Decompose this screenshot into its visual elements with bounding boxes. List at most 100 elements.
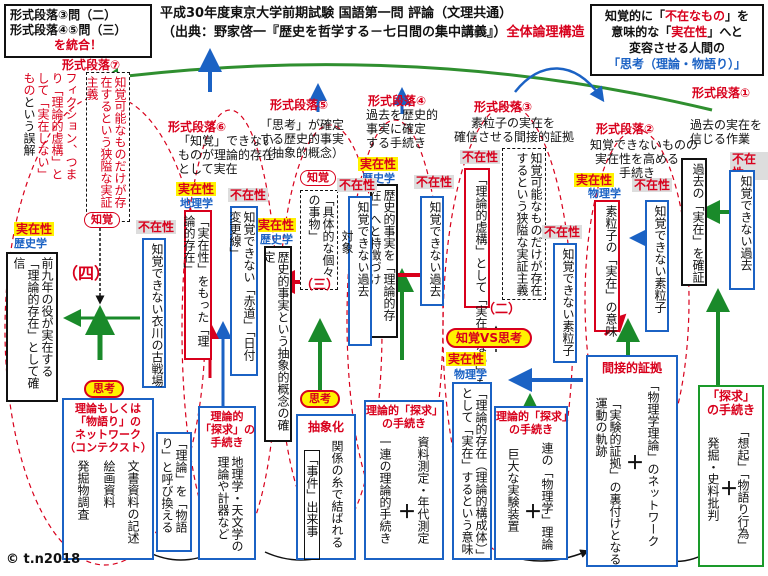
p1-inquiry-head: 「探求」 の手続き — [706, 389, 755, 417]
plus-icon: ＋ — [524, 502, 542, 523]
p4-inquiry-item-2: 一連の理論的手続き — [378, 436, 392, 544]
p1-unperceivable-past: 知覚できない過去 — [729, 170, 755, 290]
p7-misunderstanding-text: という誤解 — [22, 96, 36, 156]
copyright: © t.n2018 — [6, 552, 81, 567]
integration-line-1: 形式段落③問（二） — [10, 8, 117, 22]
p5-heading: 「思考」が確定 する歴史的事実 （抽象的概念） — [259, 118, 344, 160]
p3-inquiry-item-1: 連の「物理学」理論 — [540, 442, 554, 550]
summary-text: 意味的な「 — [611, 25, 672, 39]
fuzai-tag: 不在性 — [542, 225, 583, 239]
p3-heading: 素粒子の実在を 確信させる間接的証拠 — [454, 116, 575, 144]
p1-heading: 過去の実在を 信じる作業 — [690, 118, 763, 146]
paragraph-label-2: 形式段落② — [596, 122, 655, 136]
p7-misunderstanding: フィクション、つまり「理論的虚構」として「実在しない」ものという誤解 — [10, 70, 80, 190]
jitsuzai-tag: 実在性 — [574, 173, 615, 187]
p2-unperceivable-particle: 知覚できない素粒子 — [645, 200, 669, 332]
summary-keyword: 実在性 — [671, 25, 708, 39]
p2-indirect-item-1: 「物理学理論」のネットワーク — [646, 379, 660, 547]
p6-inquiry-item-1: 地理学・天文学の理論や計器など — [216, 456, 244, 552]
jitsuzai-tag: 実在性 — [358, 157, 399, 171]
p3-theoretical-entity-meaning: 「理論的存在（理論的構成体）」として「実在」するという意味 — [452, 382, 492, 560]
p6-heading: 「知覚」できない ものが理論的存在 として実在 — [178, 134, 275, 176]
p4-heading: 過去を歴史的 事実に確定 する手続き — [366, 108, 439, 150]
perception-vs-thought: 知覚VS思考 — [446, 328, 532, 348]
physics-tag: 物理学 — [588, 187, 621, 200]
integration-note: 形式段落③問（二） 形式段落④⑤問（三） を統合！ — [4, 4, 152, 58]
summary-text: 」を — [725, 9, 750, 23]
p7-conviction-zenkunen: 前九年の役が実在する「理論的存在」として確信 — [6, 252, 58, 402]
integration-line-3: を統合！ — [53, 38, 102, 52]
p1-confirm-past: 過去の「実在」を確証 — [681, 158, 707, 286]
jitsuzai-tag: 実在性 — [446, 352, 487, 366]
p7-network-box: 理論もしくは 「物語り」の ネットワーク （コンテクスト） 文書資料の記述 絵画… — [62, 398, 154, 560]
p4-inquiry-head: 理論的「探求」 の手続き — [366, 404, 443, 430]
p2-heading: 知覚できないものの 実在性を高める 手続き — [590, 138, 699, 180]
geography-tag: 地理学 — [180, 197, 213, 210]
p7-quote-text: 知覚可能なものだけが存在するという狭隘な実証主義 — [85, 76, 127, 208]
p1-inquiry-item-1: 「想起」「物語り行為」 — [736, 425, 750, 551]
perception-badge: 知覚 — [300, 170, 336, 186]
p7-network-item-1: 文書資料の記述 — [126, 460, 140, 544]
jitsuzai-tag: 実在性 — [14, 222, 55, 236]
summary-text: 」へと — [707, 25, 743, 39]
p5-concrete-things-text: 「具体的な個々の事物」 — [307, 194, 335, 278]
structure-label: 全体論理構造 — [506, 25, 585, 40]
jitsuzai-tag: 実在性 — [256, 218, 297, 232]
paragraph-label-5: 形式段落⑤ — [270, 98, 329, 112]
fuzai-tag: 不在性 — [228, 188, 269, 202]
p5-abstraction-item-2: 「事件」出来事 — [304, 450, 320, 560]
p7-network-item-2: 絵画資料 — [102, 460, 116, 508]
ellipse-p4 — [346, 119, 444, 521]
p5-abstraction-box: 抽象化 関係の糸で結ばれる 「事件」出来事 — [296, 414, 356, 560]
history-tag: 歴史学 — [260, 233, 293, 246]
p2-indirect-evidence-box: 間接的証拠 「物理学理論」のネットワーク 「実験的証拠」の裏付けとなる運動の軌跡… — [586, 355, 678, 567]
p5-concrete-things: 「具体的な個々の事物」 — [300, 190, 338, 290]
p1-inquiry-box: 「探求」 の手続き 「想起」「物語り行為」 発掘・史料批判 ＋ — [698, 385, 764, 567]
question-2-label: （二） — [482, 302, 522, 317]
diagram-source: （出典：野家啓一『歴史を哲学する－七日間の集中講義』）全体論理構造 — [162, 25, 585, 41]
summary-keyword: 不在なもの — [664, 9, 725, 23]
plus-icon: ＋ — [626, 453, 644, 474]
paragraph-label-3: 形式段落③ — [474, 100, 533, 114]
p3-narrow-positivism-quote: 知覚可能なものだけが存在するという狭隘な実証主義 — [502, 148, 546, 300]
paragraph-label-7: 形式段落⑦ — [62, 58, 121, 72]
p6-inquiry-head: 理論的 「探求」の 手続き — [200, 410, 255, 449]
jitsuzai-tag: 実在性 — [176, 182, 217, 196]
p7-network-item-3: 発掘物調査 — [76, 460, 90, 520]
p4-inquiry-item-1: 資料測定・年代測定 — [416, 436, 430, 544]
fuzai-tag: 不在性 — [414, 175, 455, 189]
p3-inquiry-box: 理論的「探求」 の手続き 連の「物理学」理論 巨大な実験装置 ＋ — [494, 406, 573, 560]
p6-theory-as-narrative: 「理論」を「物語り」と呼び換える — [156, 432, 192, 552]
p3-theoretical-fiction: 「理論的虚構」として「実在しない」ものということ — [464, 168, 490, 461]
paragraph-label-1: 形式段落① — [692, 86, 751, 100]
p4-unperceivable-past: 知覚できない過去 — [420, 196, 444, 306]
paragraph-label-4: 形式段落④ — [368, 94, 427, 108]
p4-inquiry-box: 理論的「探求」 の手続き 資料測定・年代測定 一連の理論的手続き ＋ — [364, 400, 444, 560]
p2-indirect-head: 間接的証拠 — [601, 361, 662, 375]
summary-text: 知覚的に「 — [604, 9, 665, 23]
summary-box: 知覚的に「不在なもの」を 意味的な「実在性」へと 変容させる人間の 「思考（理論… — [590, 4, 764, 76]
paragraph-label-6: 形式段落⑥ — [168, 120, 227, 134]
question-3-label: （三） — [300, 278, 340, 293]
p1-inquiry-item-2: 発掘・史料批判 — [706, 437, 720, 521]
p7-fiction-text: フィクション、つまり「理論的虚構」として「実在しない」もの — [22, 72, 78, 180]
summary-keyword: 「思考（理論・物語り）」 — [607, 57, 746, 71]
ellipse-p2 — [584, 129, 690, 471]
p6-equator-dateline: 知覚できない「赤道」「日付変更線」 — [228, 206, 258, 376]
plus-icon: ＋ — [720, 479, 738, 500]
summary-text: 変容させる人間の — [628, 41, 725, 55]
fuzai-tag: 不在性 — [460, 150, 501, 164]
p7-koromogawa-battlefield: 知覚できない衣川の古戦場 — [142, 238, 166, 388]
fuzai-tag: 不在性 — [337, 178, 378, 192]
thought-badge: 思考 — [84, 380, 124, 398]
p5-target-label: 対象 — [340, 230, 354, 254]
p7-network-head: 理論もしくは 「物語り」の ネットワーク （コンテクスト） — [64, 402, 152, 454]
source-text: （出典：野家啓一『歴史を哲学する－七日間の集中講義』） — [162, 25, 507, 40]
p3-inquiry-item-2: 巨大な実験装置 — [506, 448, 520, 532]
p5-abstraction-item-1: 関係の糸で結ばれる — [330, 440, 344, 548]
fuzai-tag: 不在性 — [632, 178, 673, 192]
question-4-label: （四） — [62, 264, 111, 283]
p5-abstraction-head: 抽象化 — [307, 420, 344, 434]
p6-inquiry-box: 理論的 「探求」の 手続き 地理学・天文学の理論や計器など — [198, 406, 256, 560]
p5-abstract-concept: 歴史的事実という抽象的概念の確定 — [262, 246, 292, 442]
